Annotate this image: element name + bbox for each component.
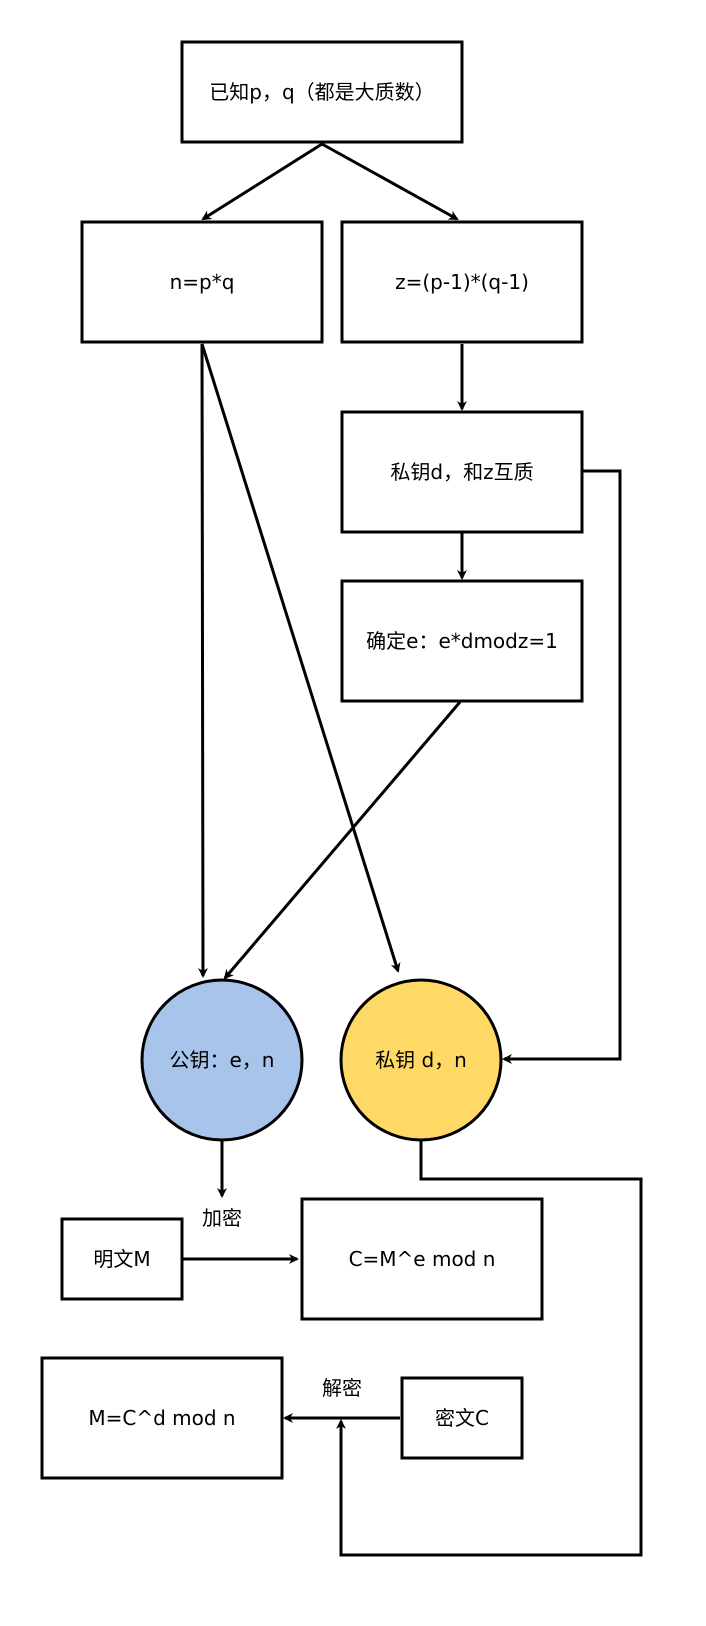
known-pq-label: 已知p，q（都是大质数） (209, 80, 434, 104)
determine-e-box (340, 579, 584, 703)
private-key-label: 私钥 d，n (375, 1048, 467, 1072)
edge-determine-e-to-public-key (223, 701, 462, 980)
z-eq-box (340, 220, 584, 344)
decrypt-formula-box (40, 1356, 284, 1480)
edge-known-to-z (321, 142, 459, 221)
public-key-label: 公钥：e，n (170, 1048, 275, 1072)
determine-e-label: 确定e：e*dmodz=1 (366, 629, 558, 653)
decrypt-edge-label: 解密 (322, 1376, 362, 1400)
n-eq-box (80, 220, 324, 344)
z-eq-label: z=(p-1)*(q-1) (395, 270, 529, 294)
private-d-box (340, 410, 584, 534)
ciphertext-label: 密文C (435, 1406, 489, 1430)
private-key-circle (339, 978, 503, 1142)
edge-private-key-to-decrypt (336, 1140, 643, 1557)
edge-private-d-to-private-key (502, 469, 622, 1064)
encrypt-formula-box (300, 1197, 544, 1321)
encrypt-formula-label: C=M^e mod n (349, 1247, 496, 1271)
public-key-circle (140, 978, 304, 1142)
private-d-label: 私钥d，和z互质 (390, 460, 533, 484)
plaintext-label: 明文M (93, 1247, 150, 1271)
encrypt-edge-label: 加密 (202, 1206, 242, 1230)
plaintext-box (60, 1217, 184, 1301)
known-pq-box (180, 40, 464, 144)
ciphertext-box (400, 1376, 524, 1460)
edge-n-to-public-key (197, 343, 208, 978)
decrypt-formula-label: M=C^d mod n (88, 1406, 235, 1430)
n-eq-label: n=p*q (170, 270, 235, 294)
edge-n-to-private-key (200, 343, 401, 973)
edge-known-to-n (201, 142, 323, 221)
